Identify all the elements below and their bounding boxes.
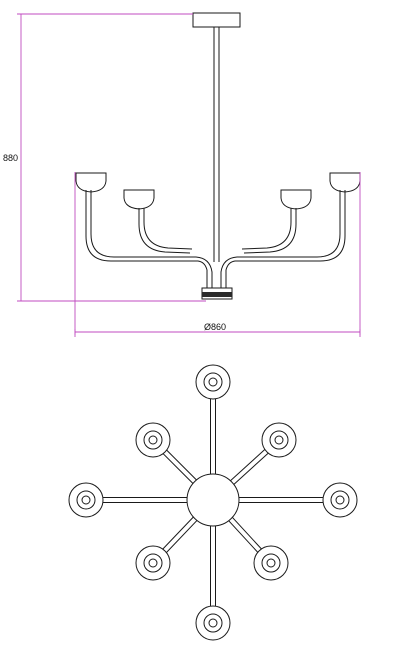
arm-inner-right	[241, 208, 297, 254]
top-shade-inner-ring-left	[76, 490, 96, 510]
top-shade-outer-rim-bottom-left	[135, 545, 171, 581]
top-shade-inner-ring-top-left	[143, 430, 163, 450]
shade-inner-left	[123, 189, 155, 210]
top-plan-view	[68, 364, 358, 641]
top-view-central-hub	[186, 473, 240, 527]
shade-outer-left	[75, 172, 107, 193]
top-shade-socket-top	[208, 377, 218, 387]
top-shade-outer-rim-bottom-right	[253, 545, 289, 581]
side-elevation-view	[75, 12, 361, 300]
top-shade-inner-ring-bottom-right	[261, 553, 281, 573]
top-shade-inner-ring-right	[330, 490, 350, 510]
arm-outer-left	[85, 190, 213, 288]
top-shade-socket-left	[81, 495, 91, 505]
top-shade-inner-ring-top-right	[269, 430, 289, 450]
top-shade-outer-rim-top	[195, 364, 231, 400]
top-shade-socket-top-left	[148, 435, 158, 445]
top-shade-socket-bottom-right	[266, 558, 276, 568]
shade-inner-right	[280, 189, 312, 210]
height-dimension-label: 880	[3, 153, 18, 163]
top-shade-inner-ring-top	[203, 372, 223, 392]
ceiling-canopy	[192, 12, 241, 28]
top-shade-inner-ring-bottom	[203, 613, 223, 633]
top-shade-outer-rim-top-right	[261, 422, 297, 458]
top-shade-outer-rim-left	[68, 482, 104, 518]
top-shade-outer-rim-top-left	[135, 422, 171, 458]
top-shade-socket-right	[335, 495, 345, 505]
diameter-dimension-label: Ø860	[204, 322, 226, 332]
top-shade-outer-rim-bottom	[195, 605, 231, 641]
central-hub-band	[202, 292, 232, 297]
top-shade-socket-top-right	[274, 435, 284, 445]
top-shade-inner-ring-bottom-left	[143, 553, 163, 573]
top-shade-socket-bottom	[208, 618, 218, 628]
top-shade-outer-rim-right	[322, 482, 358, 518]
shade-outer-right	[329, 172, 361, 193]
top-view-shades	[68, 364, 358, 641]
arm-inner-left	[138, 208, 193, 254]
dimension-lines	[17, 13, 361, 337]
top-shade-socket-bottom-left	[148, 558, 158, 568]
arm-outer-right	[220, 190, 346, 288]
